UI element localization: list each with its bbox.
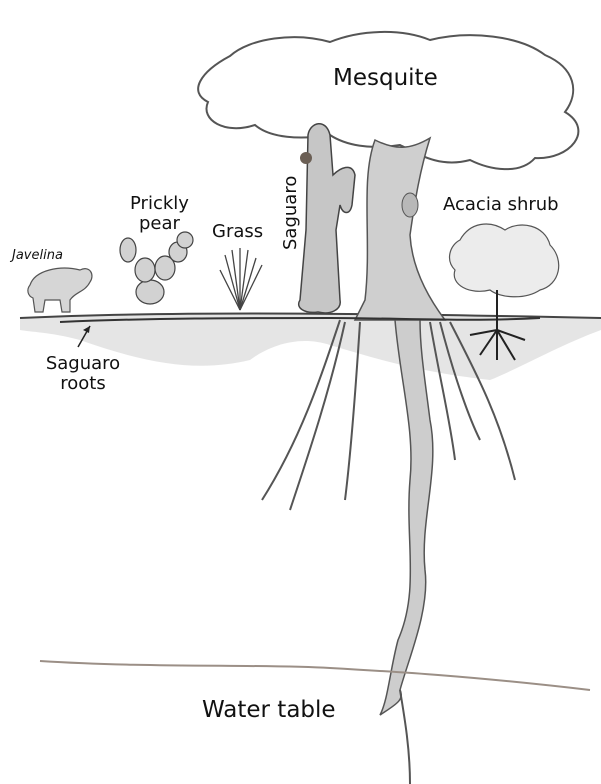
mesquite-taproot [380, 320, 433, 715]
grass-label: Grass [212, 222, 263, 242]
prickly-pear-label: Prickly pear [130, 194, 189, 234]
grass-plant [220, 248, 262, 310]
saguaro-roots-label: Saguaro roots [38, 354, 128, 394]
prickly-pear-plant [120, 232, 193, 304]
acacia-shrub [450, 224, 559, 297]
javelina-animal [28, 268, 92, 312]
mesquite-label: Mesquite [333, 66, 438, 91]
saguaro-label: Saguaro [281, 176, 301, 250]
saguaro-cactus [299, 124, 355, 313]
saguaro-bird [300, 152, 312, 164]
acacia-shrub-label: Acacia shrub [443, 195, 559, 215]
water-table-line [40, 661, 590, 690]
mesquite-trunk [355, 138, 445, 320]
mesquite-knot [402, 193, 418, 217]
water-table-label: Water table [202, 698, 336, 723]
javelina-label: Javelina [12, 249, 63, 263]
